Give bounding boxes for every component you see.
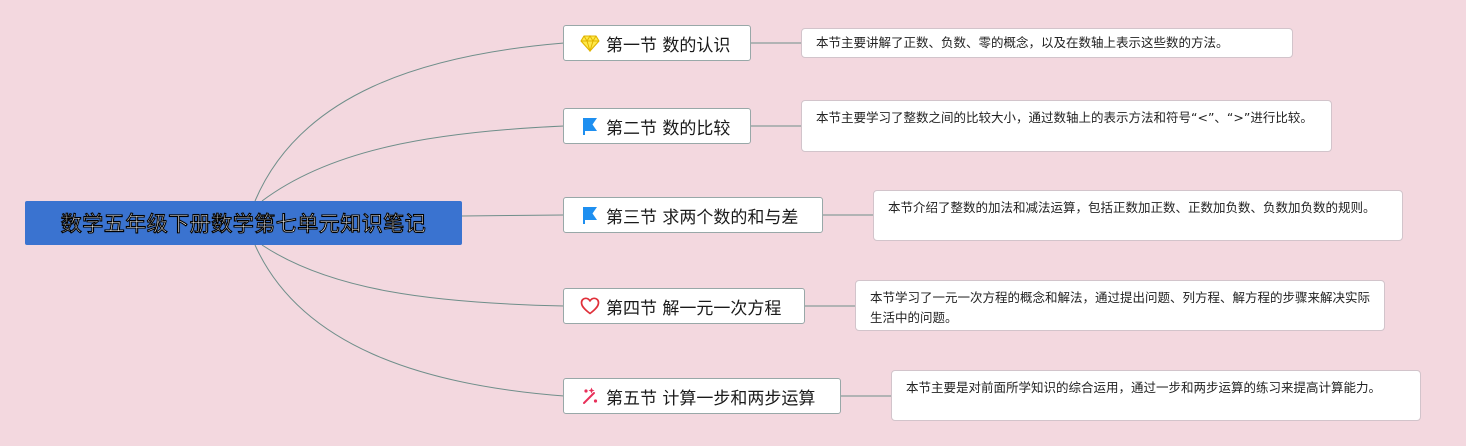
root-topic[interactable]: 数学五年级下册数学第七单元知识笔记 bbox=[25, 201, 462, 245]
note-section-5: 本节主要是对前面所学知识的综合运用，通过一步和两步运算的练习来提高计算能力。 bbox=[891, 370, 1421, 421]
note-section-3: 本节介绍了整数的加法和减法运算，包括正数加正数、正数加负数、负数加负数的规则。 bbox=[873, 190, 1403, 241]
connector-root-to-section-2 bbox=[261, 125, 565, 202]
topic-label: 第三节 求两个数的和与差 bbox=[606, 207, 799, 228]
connector-root-to-section-1 bbox=[254, 42, 565, 202]
connector-root-to-section-3 bbox=[461, 214, 565, 217]
topic-section-3[interactable]: 第三节 求两个数的和与差 bbox=[563, 197, 823, 233]
note-text: 本节介绍了整数的加法和减法运算，包括正数加正数、正数加负数、负数加负数的规则。 bbox=[888, 200, 1376, 215]
note-text: 本节主要学习了整数之间的比较大小，通过数轴上的表示方法和符号“<”、“>”进行比… bbox=[816, 110, 1313, 125]
note-section-2: 本节主要学习了整数之间的比较大小，通过数轴上的表示方法和符号“<”、“>”进行比… bbox=[801, 100, 1332, 152]
connector-root-to-section-5 bbox=[254, 244, 565, 397]
topic-section-2[interactable]: 第二节 数的比较 bbox=[563, 108, 751, 144]
topic-label: 第五节 计算一步和两步运算 bbox=[606, 388, 816, 409]
flag-icon bbox=[580, 205, 600, 225]
topic-section-5[interactable]: 第五节 计算一步和两步运算 bbox=[563, 378, 841, 414]
topic-section-1[interactable]: 第一节 数的认识 bbox=[563, 25, 751, 61]
note-text: 本节学习了一元一次方程的概念和解法，通过提出问题、列方程、解方程的步骤来解决实际… bbox=[870, 290, 1371, 325]
topic-section-4[interactable]: 第四节 解一元一次方程 bbox=[563, 288, 805, 324]
root-title: 数学五年级下册数学第七单元知识笔记 bbox=[60, 212, 427, 236]
topic-label: 第一节 数的认识 bbox=[606, 35, 731, 56]
note-text: 本节主要讲解了正数、负数、零的概念，以及在数轴上表示这些数的方法。 bbox=[816, 35, 1229, 50]
flag-icon bbox=[580, 116, 600, 136]
heart-icon bbox=[580, 296, 600, 316]
topic-label: 第二节 数的比较 bbox=[606, 118, 731, 139]
connector-root-to-section-4 bbox=[261, 244, 565, 307]
gem-icon bbox=[580, 33, 600, 53]
note-section-4: 本节学习了一元一次方程的概念和解法，通过提出问题、列方程、解方程的步骤来解决实际… bbox=[855, 280, 1385, 331]
note-text: 本节主要是对前面所学知识的综合运用，通过一步和两步运算的练习来提高计算能力。 bbox=[906, 380, 1382, 395]
note-section-1: 本节主要讲解了正数、负数、零的概念，以及在数轴上表示这些数的方法。 bbox=[801, 28, 1293, 58]
topic-label: 第四节 解一元一次方程 bbox=[606, 298, 782, 319]
magic-wand-icon bbox=[580, 386, 600, 406]
